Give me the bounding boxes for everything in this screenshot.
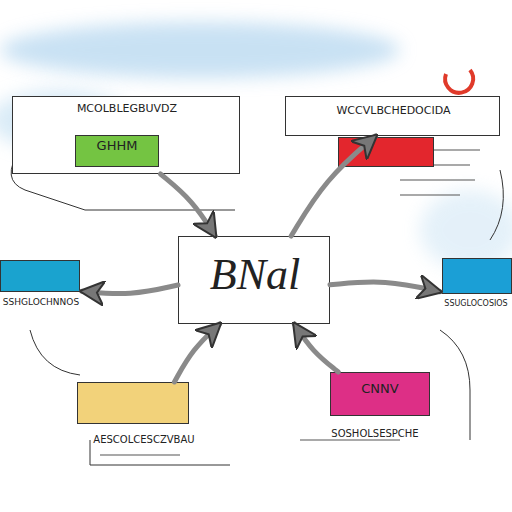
sketch-line — [490, 170, 503, 240]
color-bar — [338, 137, 434, 167]
node-label: MCOLBLEGBUVDZ — [19, 103, 235, 123]
process-card: AESCOLCESCZVBAU — [55, 382, 233, 460]
process-card: SSUGLOCOSIOS — [440, 258, 512, 330]
block-arrow — [291, 136, 375, 236]
node-sublabel: SOSHOLSESPCHE — [290, 428, 460, 448]
node-label: CNNV — [330, 382, 430, 406]
watercolor-wash — [0, 22, 400, 78]
color-bar — [442, 258, 512, 294]
node-label: WCCVLBCHEDOCIDA — [292, 105, 495, 125]
node-label: SSUGLOCOSIOS — [440, 300, 512, 326]
sketch-line — [30, 330, 80, 375]
block-arrow — [294, 324, 338, 372]
block-arrow — [330, 282, 440, 292]
node-sublabel: GHHM — [75, 139, 159, 163]
process-card: WCCVLBCHEDOCIDA — [285, 96, 500, 136]
block-arrow — [174, 324, 219, 382]
process-card: CNNV SOSHOLSESPCHE — [290, 372, 460, 452]
process-card: SSHGLOCHNNOS — [0, 258, 82, 330]
block-arrow — [82, 285, 178, 294]
node-label: AESCOLCESCZVBAU — [55, 434, 233, 454]
sketch-line — [440, 330, 470, 440]
sketch-mark — [445, 70, 473, 93]
process-card: MCOLBLEGBUVDZ GHHM — [12, 96, 240, 174]
color-bar — [0, 260, 80, 292]
node-label: BNal — [183, 251, 327, 311]
block-arrow — [160, 174, 215, 236]
color-bar — [77, 382, 189, 424]
central-box: BNal — [178, 236, 330, 324]
node-label: SSHGLOCHNNOS — [0, 298, 82, 326]
